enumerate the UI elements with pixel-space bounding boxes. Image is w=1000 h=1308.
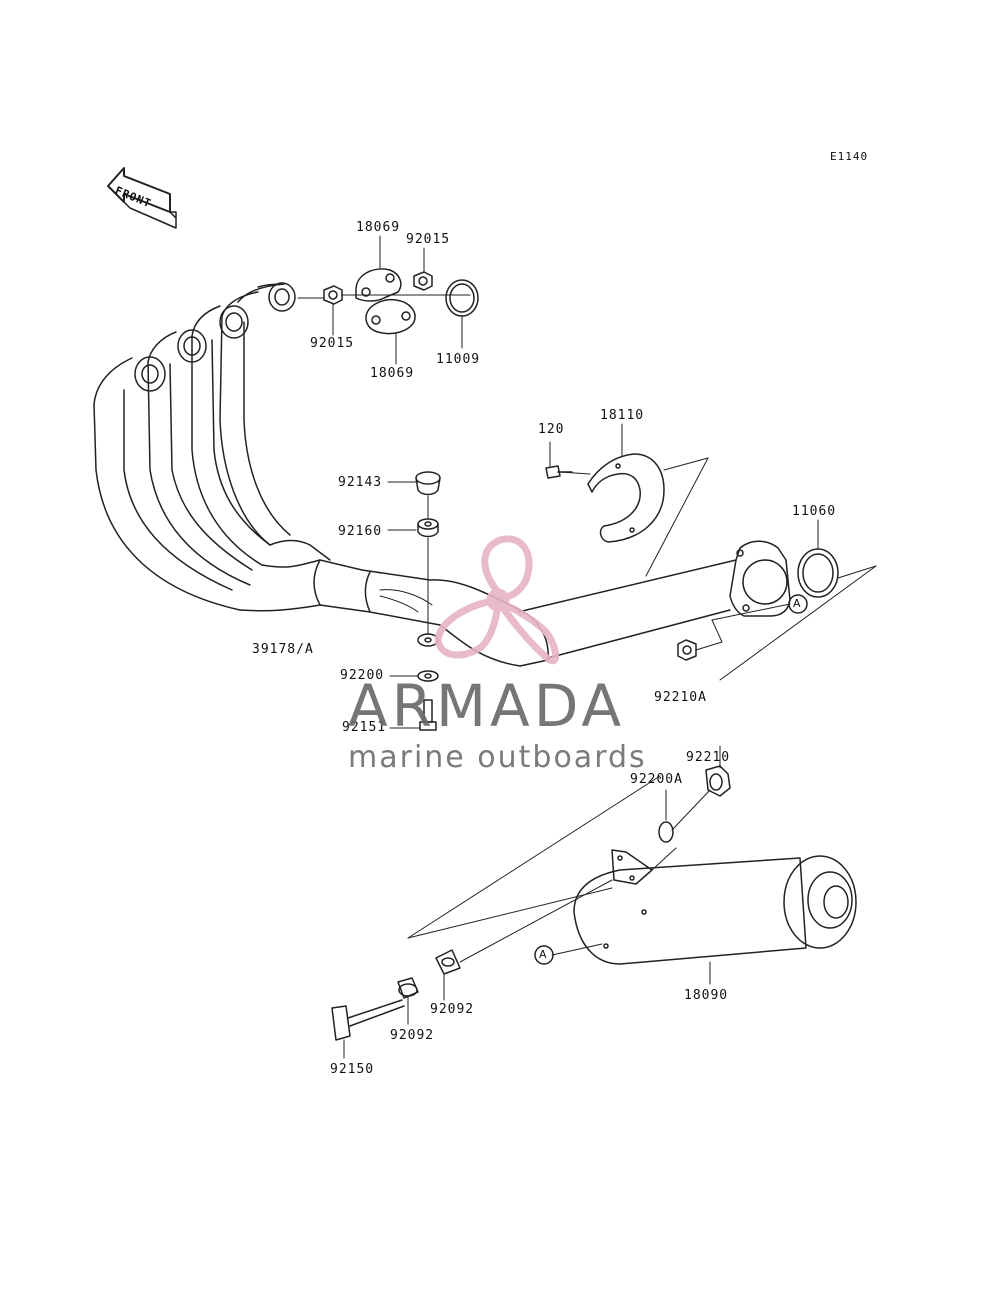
collar-92092-left: [397, 977, 419, 999]
part-label-92015-top[interactable]: 92015: [406, 232, 451, 247]
part-label-92151[interactable]: 92151: [342, 720, 387, 735]
part-label-92210[interactable]: 92210: [686, 750, 731, 765]
part-label-18069-bottom[interactable]: 18069: [370, 366, 415, 381]
bolt-120: [545, 465, 573, 479]
watermark-subtitle: marine outboards: [348, 740, 647, 775]
front-arrow-icon: [107, 167, 177, 229]
gasket-11009: [445, 279, 479, 317]
part-label-18110[interactable]: 18110: [600, 408, 645, 423]
nut-92210a: [677, 639, 697, 661]
bolt-92151: [419, 699, 437, 731]
part-label-92160[interactable]: 92160: [338, 524, 383, 539]
diagram-code: E1140: [830, 150, 869, 163]
nut-92015-left: [323, 285, 343, 305]
watermark-title: ARMADA: [348, 672, 626, 740]
reference-marker-a-lower-label: A: [539, 948, 547, 961]
part-label-92200a[interactable]: 92200A: [630, 772, 683, 787]
armada-logo-icon: [434, 535, 560, 665]
leader-lines: [297, 235, 877, 1059]
part-label-11060[interactable]: 11060: [792, 504, 837, 519]
heat-guard-18110: [587, 453, 665, 543]
bolt-92150: [331, 999, 405, 1041]
part-label-92092-left[interactable]: 92092: [390, 1028, 435, 1043]
part-label-18090[interactable]: 18090: [684, 988, 729, 1003]
collar-92092-right: [435, 949, 461, 975]
damper-92160: [417, 518, 439, 538]
part-label-39178a[interactable]: 39178/A: [252, 642, 314, 657]
part-label-92143[interactable]: 92143: [338, 475, 383, 490]
part-label-120[interactable]: 120: [538, 422, 565, 437]
part-label-92210a[interactable]: 92210A: [654, 690, 707, 705]
part-label-92092-right[interactable]: 92092: [430, 1002, 475, 1017]
gasket-11060: [797, 548, 839, 598]
clamp-18069: [355, 268, 416, 335]
part-label-92150[interactable]: 92150: [330, 1062, 375, 1077]
damper-92143: [415, 471, 441, 496]
exhaust-header-pipes: [93, 282, 549, 667]
link-pipe: [517, 540, 791, 659]
silencer-18090: [573, 849, 857, 965]
part-label-92015-left[interactable]: 92015: [310, 336, 355, 351]
reference-marker-a-upper-label: A: [793, 597, 801, 610]
damper-92210: [705, 765, 731, 797]
part-label-92200[interactable]: 92200: [340, 668, 385, 683]
nut-92015-right: [413, 271, 433, 291]
part-label-11009[interactable]: 11009: [436, 352, 481, 367]
washer-92200a: [658, 821, 674, 843]
part-label-18069-top[interactable]: 18069: [356, 220, 401, 235]
